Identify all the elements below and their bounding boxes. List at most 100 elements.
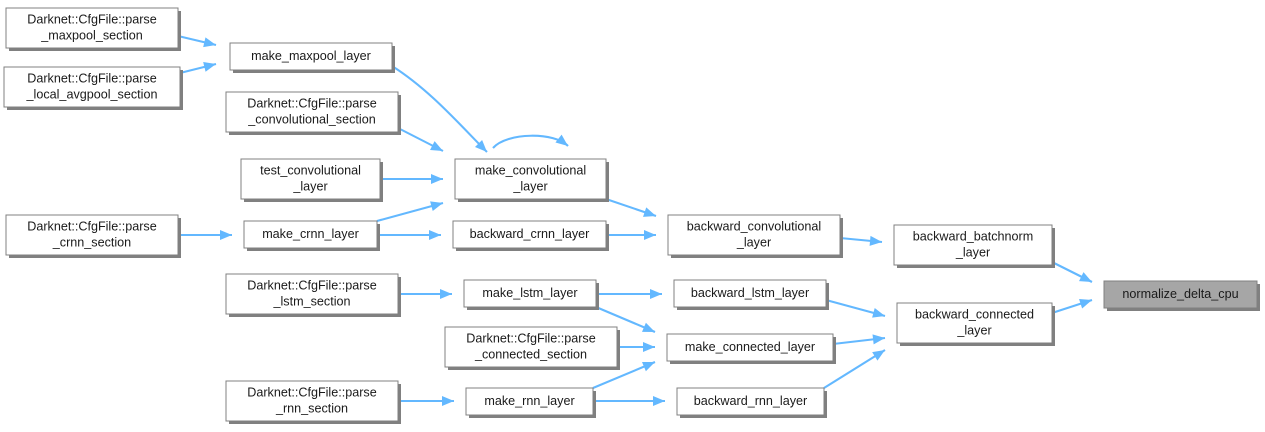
node-label: _layer: [736, 235, 771, 249]
node-make_convolutional_layer[interactable]: make_convolutional_layer: [454, 158, 609, 202]
node-label: Darknet::CfgFile::parse: [466, 331, 596, 345]
edge-arrowhead: [203, 62, 216, 72]
node-label: normalize_delta_cpu: [1122, 287, 1238, 301]
node-box[interactable]: [666, 333, 834, 362]
edge-arrowhead: [872, 350, 885, 361]
node-make_crnn_layer[interactable]: make_crnn_layer: [243, 220, 380, 251]
node-label: backward_batchnorm: [913, 229, 1033, 243]
edge-arrowhead: [1079, 298, 1092, 309]
edge-backward_lstm_layer-to-backward_connected_layer: [825, 298, 886, 318]
edge-make_lstm_layer-to-make_connected_layer: [595, 306, 656, 333]
node-box[interactable]: [225, 91, 399, 133]
edge-arrowhead: [220, 230, 232, 240]
edge-make_connected_layer-to-backward_connected_layer: [832, 334, 886, 346]
node-parse_convolutional_section[interactable]: Darknet::CfgFile::parse_convolutional_se…: [225, 91, 401, 135]
edge-arrowhead: [431, 174, 443, 184]
node-label: Darknet::CfgFile::parse: [247, 278, 377, 292]
edge-make_convolutional_layer-to-make_convolutional_layer: [492, 134, 569, 149]
node-box[interactable]: [463, 279, 597, 308]
node-label: _convolutional_section: [247, 112, 375, 126]
node-backward_rnn_layer[interactable]: backward_rnn_layer: [676, 387, 827, 418]
edge-arrowhead: [642, 362, 655, 372]
node-box[interactable]: [676, 387, 825, 416]
edge-parse_connected_section-to-make_connected_layer: [617, 342, 655, 352]
node-backward_crnn_layer[interactable]: backward_crnn_layer: [452, 220, 609, 251]
node-label: backward_rnn_layer: [694, 394, 807, 408]
node-box[interactable]: [229, 42, 393, 71]
node-box[interactable]: [452, 220, 607, 249]
node-box[interactable]: [667, 214, 841, 256]
node-box[interactable]: [465, 387, 594, 416]
edge-arrowhead: [429, 230, 441, 240]
node-backward_connected_layer[interactable]: backward_connected_layer: [896, 302, 1055, 346]
edge-backward_batchnorm_layer-to-normalize_delta_cpu: [1051, 261, 1093, 283]
node-label: _layer: [955, 245, 990, 259]
node-label: backward_crnn_layer: [470, 227, 590, 241]
edge-arrowhead: [650, 289, 662, 299]
edge-arrowhead: [555, 134, 568, 146]
edge-layer: [177, 34, 1093, 406]
node-box[interactable]: [225, 273, 399, 315]
node-parse_lstm_section[interactable]: Darknet::CfgFile::parse_lstm_section: [225, 273, 401, 317]
node-label: _crnn_section: [52, 235, 131, 249]
node-parse_maxpool_section[interactable]: Darknet::CfgFile::parse_maxpool_section: [5, 7, 181, 51]
edge-make_crnn_layer-to-backward_crnn_layer: [377, 230, 441, 240]
edge-arrowhead: [203, 37, 216, 48]
node-backward_lstm_layer[interactable]: backward_lstm_layer: [673, 279, 829, 310]
node-box[interactable]: [5, 7, 179, 49]
node-parse_crnn_section[interactable]: Darknet::CfgFile::parse_crnn_section: [5, 214, 181, 258]
node-backward_convolutional_layer[interactable]: backward_convolutional_layer: [667, 214, 843, 258]
edge-arrowhead: [430, 141, 443, 151]
edge-parse_lstm_section-to-make_lstm_layer: [398, 289, 452, 299]
node-box[interactable]: [444, 326, 618, 368]
edge-make_crnn_layer-to-make_convolutional_layer: [376, 201, 444, 223]
node-make_connected_layer[interactable]: make_connected_layer: [666, 333, 836, 364]
node-box[interactable]: [225, 380, 399, 422]
node-make_rnn_layer[interactable]: make_rnn_layer: [465, 387, 596, 418]
edge-parse_convolutional_section-to-make_convolutional_layer: [397, 127, 444, 152]
node-box[interactable]: [893, 224, 1053, 266]
edge-make_convolutional_layer-to-backward_convolutional_layer: [605, 198, 657, 217]
edge-make_rnn_layer-to-make_connected_layer: [592, 361, 656, 389]
edge-parse_local_avgpool_section-to-make_maxpool_layer: [179, 62, 217, 75]
node-test_convolutional_layer[interactable]: test_convolutional_layer: [240, 158, 383, 202]
edge-make_rnn_layer-to-backward_rnn_layer: [593, 396, 665, 406]
node-label: _layer: [292, 179, 327, 193]
node-label: Darknet::CfgFile::parse: [27, 71, 157, 85]
node-box[interactable]: [1103, 280, 1258, 309]
node-box[interactable]: [243, 220, 378, 249]
edge-arrowhead: [440, 289, 452, 299]
node-box[interactable]: [896, 302, 1053, 344]
edge-backward_crnn_layer-to-backward_convolutional_layer: [606, 230, 656, 240]
node-label: _layer: [512, 179, 547, 193]
node-label: make_crnn_layer: [262, 227, 359, 241]
node-box[interactable]: [673, 279, 827, 308]
node-box[interactable]: [5, 214, 179, 256]
edge-arrowhead: [643, 342, 655, 352]
node-make_lstm_layer[interactable]: make_lstm_layer: [463, 279, 599, 310]
node-backward_batchnorm_layer[interactable]: backward_batchnorm _layer: [893, 224, 1055, 268]
node-label: make_rnn_layer: [484, 394, 574, 408]
node-box[interactable]: [454, 158, 607, 200]
edge-arrowhead: [872, 308, 885, 318]
edge-arrowhead: [872, 334, 885, 345]
edge-arrowhead: [442, 396, 454, 406]
node-parse_local_avgpool_section[interactable]: Darknet::CfgFile::parse_local_avgpool_se…: [3, 66, 183, 110]
edge-arrowhead: [653, 396, 665, 406]
edge-test_convolutional_layer-to-make_convolutional_layer: [380, 174, 443, 184]
node-box[interactable]: [240, 158, 381, 200]
node-box[interactable]: [3, 66, 181, 108]
node-parse_rnn_section[interactable]: Darknet::CfgFile::parse_rnn_section: [225, 380, 401, 424]
edge-backward_connected_layer-to-normalize_delta_cpu: [1051, 298, 1093, 314]
node-layer: Darknet::CfgFile::parse_maxpool_sectionD…: [3, 7, 1260, 424]
node-normalize_delta_cpu[interactable]: normalize_delta_cpu: [1103, 280, 1260, 311]
node-parse_connected_section[interactable]: Darknet::CfgFile::parse_connected_sectio…: [444, 326, 620, 370]
edge-backward_convolutional_layer-to-backward_batchnorm_layer: [839, 235, 883, 246]
node-label: make_lstm_layer: [482, 286, 577, 300]
node-make_maxpool_layer[interactable]: make_maxpool_layer: [229, 42, 395, 73]
node-label: backward_lstm_layer: [691, 286, 809, 300]
edge-arrowhead: [642, 322, 655, 332]
node-label: Darknet::CfgFile::parse: [247, 385, 377, 399]
edge-parse_rnn_section-to-make_rnn_layer: [398, 396, 454, 406]
